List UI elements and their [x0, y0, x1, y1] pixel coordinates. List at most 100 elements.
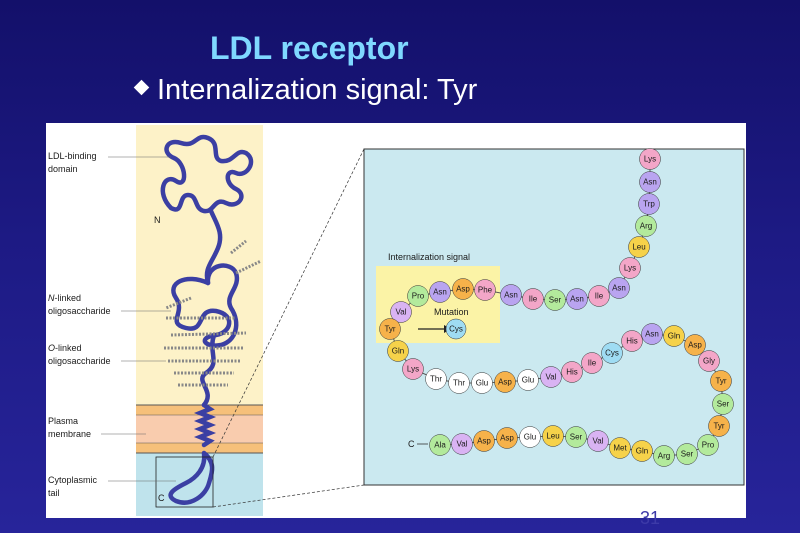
extracellular-region: [136, 125, 263, 405]
residue-15: [429, 281, 451, 303]
residue-label-21: Thr: [430, 375, 442, 384]
residue-49: [451, 433, 473, 455]
residue-14: [452, 278, 474, 300]
mutation-label: Mutation: [434, 307, 469, 317]
tail-zoom-box: [155, 456, 214, 508]
residue-5: [628, 236, 650, 258]
residue-label-24: Asp: [498, 378, 512, 387]
receptor-chain: [160, 134, 254, 505]
residue-18: [379, 318, 401, 340]
residue-label-3: Trp: [643, 200, 655, 209]
residue-32: [663, 325, 685, 347]
residue-label-7: Asn: [612, 284, 626, 293]
residue-label-30: His: [626, 337, 638, 346]
residue-label-20: Lys: [407, 365, 419, 374]
residue-label-27: His: [566, 368, 578, 377]
residue-11: [522, 288, 544, 310]
residue-37: [708, 415, 730, 437]
residue-label-2: Asn: [643, 178, 657, 187]
residue-31: [641, 323, 663, 345]
residue-1: [639, 148, 661, 170]
residue-label-5: Leu: [632, 243, 645, 252]
page-number: 31: [640, 508, 661, 528]
residue-47: [496, 427, 518, 449]
residue-label-47: Asp: [500, 434, 514, 443]
residue-45: [542, 425, 564, 447]
diamond-bullet-icon: [133, 79, 150, 96]
residue-43: [587, 430, 609, 452]
residue-23: [471, 372, 493, 394]
residue-24: [494, 371, 516, 393]
residue-label-22: Thr: [453, 379, 465, 388]
svg-text:Cytoplasmic: Cytoplasmic: [48, 475, 98, 485]
svg-text:membrane: membrane: [48, 429, 91, 439]
residue-label-11: Ile: [529, 295, 538, 304]
membrane-head-top: [136, 405, 263, 415]
residue-label-36: Ser: [717, 400, 730, 409]
svg-text:LDL-binding: LDL-binding: [48, 151, 97, 161]
residue-label-37: Tyr: [713, 422, 724, 431]
residue-label-8: Ile: [595, 292, 604, 301]
residue-label-15: Asn: [433, 288, 447, 297]
residue-30: [621, 330, 643, 352]
residue-48: [473, 430, 495, 452]
residue-27: [561, 361, 583, 383]
residue-label-44: Ser: [570, 433, 583, 442]
c-terminus-label: C: [158, 493, 165, 503]
residue-3: [638, 193, 660, 215]
residue-33: [684, 334, 706, 356]
residue-label-16: Pro: [412, 292, 425, 301]
residue-28: [581, 352, 603, 374]
svg-text:oligosaccharide: oligosaccharide: [48, 306, 111, 316]
residue-13: [474, 279, 496, 301]
residue-41: [631, 440, 653, 462]
residue-label-13: Phe: [478, 286, 493, 295]
residue-label-14: Asp: [456, 285, 470, 294]
residue-label-43: Val: [593, 437, 604, 446]
ldl-receptor-figure: N C LDL-binding domain N-linked oligosac…: [46, 123, 746, 518]
n-terminus-label: N: [154, 215, 161, 225]
residue-42: [609, 437, 631, 459]
residue-label-12: Asn: [504, 291, 518, 300]
residue-label-45: Leu: [546, 432, 559, 441]
residue-label-39: Ser: [681, 450, 694, 459]
residue-26: [540, 366, 562, 388]
residue-label-35: Tyr: [715, 377, 726, 386]
residue-50: [429, 434, 451, 456]
membrane-head-bottom: [136, 443, 263, 453]
residue-label-25: Glu: [522, 376, 534, 385]
oligosaccharides: [164, 239, 262, 387]
residue-12: [500, 284, 522, 306]
residue-label-42: Met: [613, 444, 627, 453]
svg-text:Plasma: Plasma: [48, 416, 78, 426]
residue-44: [565, 426, 587, 448]
residue-label-4: Arg: [640, 222, 652, 231]
slide-title: LDL receptor: [210, 30, 409, 66]
c-end-label: C: [408, 439, 415, 449]
svg-text:tail: tail: [48, 488, 60, 498]
residue-label-33: Asp: [688, 341, 702, 350]
residue-16: [407, 285, 429, 307]
residue-label-19: Gln: [392, 347, 404, 356]
residue-10: [544, 289, 566, 311]
residue-29: [601, 342, 623, 364]
residue-22: [448, 372, 470, 394]
internalization-signal-label: Internalization signal: [388, 252, 470, 262]
residue-label-40: Arg: [658, 452, 670, 461]
residue-label-23: Glu: [476, 379, 488, 388]
svg-text:oligosaccharide: oligosaccharide: [48, 356, 111, 366]
residue-46: [519, 426, 541, 448]
residue-label-46: Glu: [524, 433, 536, 442]
residue-label-26: Val: [546, 373, 557, 382]
residue-label-6: Lys: [624, 264, 636, 273]
figure-svg: N C LDL-binding domain N-linked oligosac…: [48, 125, 745, 516]
residue-9: [566, 288, 588, 310]
residue-25: [517, 369, 539, 391]
residue-40: [653, 445, 675, 467]
residue-label-29: Cys: [605, 349, 619, 358]
mutant-residue-label: Cys: [449, 325, 463, 334]
left-labels: LDL-binding domain N-linked oligosacchar…: [48, 151, 176, 498]
residue-label-34: Gly: [703, 357, 715, 366]
residue-2: [639, 171, 661, 193]
residue-20: [402, 358, 424, 380]
